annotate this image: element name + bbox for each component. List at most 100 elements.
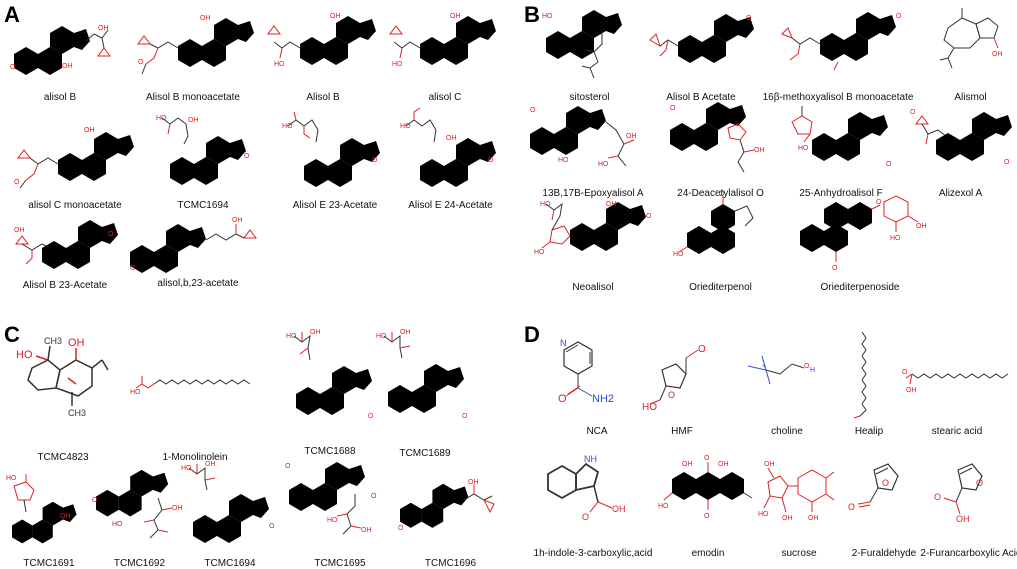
svg-text:OH: OH: [916, 223, 927, 230]
svg-text:O: O: [368, 413, 374, 420]
svg-text:O: O: [530, 107, 536, 114]
svg-text:O: O: [746, 15, 752, 22]
svg-text:O: O: [902, 369, 908, 376]
molecule: OH O TCMC1696: [398, 478, 503, 569]
molecule-structure: O OH: [902, 369, 1009, 394]
molecule-name: NCA: [586, 426, 608, 437]
molecule-structure: HO: [542, 8, 622, 79]
svg-text:HO: HO: [758, 511, 769, 518]
molecule-structure: OH O: [137, 15, 254, 75]
molecule-structure: HO OH O: [181, 461, 275, 543]
molecule: O OH OH alisol B: [10, 8, 111, 104]
svg-text:HO: HO: [16, 349, 33, 361]
molecule-name: emodin: [691, 548, 725, 559]
molecule: HO OH O TCMC1688: [280, 328, 380, 458]
svg-text:O: O: [886, 161, 892, 168]
molecule-name: Alismol: [954, 92, 987, 103]
svg-text:HO: HO: [6, 475, 17, 482]
molecule-structure: HO OH O: [286, 329, 374, 420]
svg-text:OH: OH: [68, 337, 85, 349]
molecule-name: 13B,17B-Epoxyalisol A: [542, 188, 644, 199]
molecule-name: Alisol B monoacetate: [146, 92, 240, 103]
molecule: OH O alisol,b,23-acetate: [128, 212, 268, 300]
molecule-name: choline: [771, 426, 803, 437]
molecule-name: TCMC1688: [304, 446, 356, 457]
svg-text:O: O: [848, 502, 855, 512]
molecule: O O OH 2-Furancarboxylic Acid: [920, 458, 1017, 564]
molecule-name: 2-Furaldehyde: [851, 548, 917, 559]
molecule-name: alisol B: [43, 92, 77, 103]
svg-text:O: O: [462, 413, 468, 420]
molecule-structure: HO OH: [389, 13, 496, 68]
molecule-name: Alisol E 23-Acetate: [292, 200, 378, 211]
molecule: HO OH TCMC1691: [4, 474, 94, 569]
molecule-structure: O O HO: [642, 344, 706, 413]
svg-text:O: O: [92, 497, 98, 504]
molecule-structure: O: [649, 12, 754, 63]
svg-text:OH: OH: [62, 63, 73, 70]
molecule-name: Oriediterpenol: [689, 282, 752, 293]
molecule-structure: HO OH: [6, 474, 77, 544]
svg-text:HO: HO: [156, 115, 167, 122]
svg-text:O: O: [719, 191, 725, 198]
svg-text:OH: OH: [446, 135, 457, 142]
molecule-name: alisol,b,23-acetate: [157, 278, 239, 289]
svg-text:HO: HO: [673, 251, 684, 258]
molecule: O NH2 N NCA: [552, 338, 642, 440]
svg-text:OH: OH: [172, 505, 183, 512]
svg-text:O: O: [646, 213, 652, 220]
molecule-name: TCMC1692: [113, 558, 166, 569]
molecule: OH Alismol: [928, 8, 1013, 104]
svg-text:OH: OH: [361, 527, 372, 534]
molecule-structure: + O H: [747, 355, 815, 385]
molecule-structure: OH O: [398, 479, 495, 532]
svg-text:HO: HO: [540, 201, 551, 208]
molecule: O O Alizexol A: [908, 100, 1013, 208]
molecule: O OH 24-Deacetylalisol O: [668, 100, 773, 208]
svg-text:NH2: NH2: [592, 393, 614, 405]
svg-text:OH: OH: [200, 15, 211, 22]
molecule: HO OH alisol C: [389, 8, 500, 104]
molecule: O OH stearic acid: [902, 340, 1012, 440]
svg-text:OH: OH: [782, 515, 793, 522]
svg-text:O: O: [285, 463, 291, 470]
svg-text:OH: OH: [400, 329, 411, 336]
svg-text:O: O: [698, 344, 706, 355]
panel-c: C HO OH CH3 CH3 TCMC4823 HO 1-Monolinole…: [0, 318, 505, 569]
svg-text:HO: HO: [558, 157, 569, 164]
molecule-name: 1-Monolinolein: [162, 452, 228, 463]
molecule: OH O Alisol B monoacetate: [128, 8, 258, 104]
molecule: OH O Alisol B 23-Acetate: [10, 218, 120, 300]
molecule: O HO OH O Oriediterpenoside: [780, 190, 940, 300]
molecule: Healip: [834, 330, 904, 440]
svg-text:HO: HO: [327, 517, 338, 524]
svg-text:O: O: [896, 13, 902, 20]
molecule-structure: HO OH: [267, 13, 376, 68]
svg-text:HO: HO: [112, 521, 123, 528]
svg-text:O: O: [10, 64, 16, 71]
svg-text:O: O: [398, 525, 404, 532]
svg-text:O: O: [704, 455, 710, 462]
svg-text:O: O: [804, 363, 810, 370]
svg-text:O: O: [269, 523, 275, 530]
svg-text:O: O: [371, 493, 377, 500]
svg-text:OH: OH: [14, 227, 25, 234]
molecule-name: TCMC1689: [399, 448, 451, 459]
molecule-structure: OH O OH O HO: [658, 455, 753, 520]
molecule-name: Oriediterpenoside: [820, 282, 900, 293]
svg-text:O: O: [882, 478, 889, 488]
svg-text:OH: OH: [906, 387, 917, 394]
molecule-structure: NH O OH: [547, 454, 626, 522]
svg-text:O: O: [14, 179, 20, 186]
svg-text:HO: HO: [392, 61, 403, 68]
panel-letter: B: [524, 2, 540, 27]
svg-text:OH: OH: [330, 13, 341, 20]
svg-text:OH: OH: [84, 127, 95, 134]
molecule: HO OH Alisol B: [267, 8, 378, 104]
molecule-structure: O O: [848, 463, 899, 512]
panel-d: D O NH2 N NCA O O HO HMF: [518, 318, 1017, 567]
svg-text:HO: HO: [282, 123, 293, 130]
molecule-name: sitosterol: [569, 92, 610, 103]
molecule: OH O OH O HO emodin: [658, 455, 758, 564]
svg-text:O: O: [130, 265, 136, 272]
